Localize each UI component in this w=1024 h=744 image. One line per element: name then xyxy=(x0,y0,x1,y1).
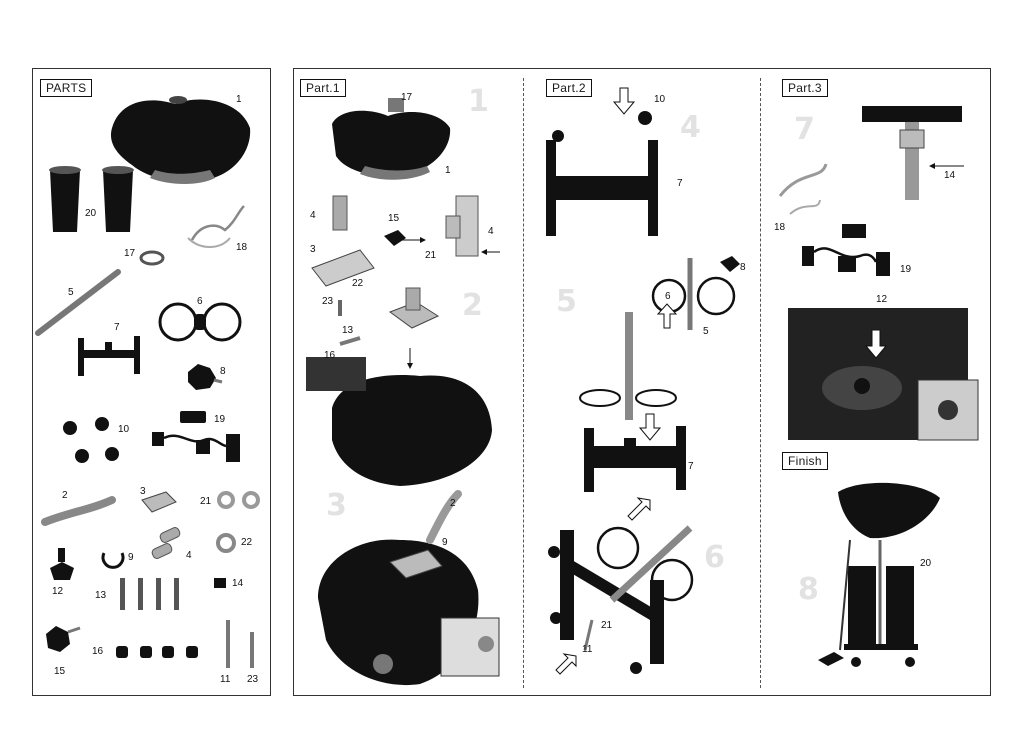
parts-callout-10: 10 xyxy=(118,424,130,435)
parts-callout-7: 7 xyxy=(114,322,120,333)
part1-callout-2: 2 xyxy=(450,498,456,509)
step-number-1: 1 xyxy=(468,84,489,119)
parts-callout-6: 6 xyxy=(197,296,203,307)
part-basin-illustration xyxy=(110,96,251,184)
part2-callout-10: 10 xyxy=(654,94,666,105)
parts-callout-3: 3 xyxy=(140,486,146,497)
step-number-4: 4 xyxy=(680,110,701,145)
part3-callout-19: 19 xyxy=(900,264,912,275)
finish-callout-20: 20 xyxy=(920,558,932,569)
part1-callout-15: 15 xyxy=(388,213,400,224)
part1-callout-13: 13 xyxy=(342,325,354,336)
part1-callout-9: 9 xyxy=(442,537,448,548)
step-number-3: 3 xyxy=(326,488,347,523)
part2-callout-5: 5 xyxy=(703,326,709,337)
part2-callout-7b: 7 xyxy=(688,461,694,472)
step-number-5: 5 xyxy=(556,284,577,319)
parts-callout-9: 9 xyxy=(128,552,134,563)
parts-callout-14: 14 xyxy=(232,578,244,589)
assembly-steps-panel xyxy=(293,68,991,696)
part1-callout-4b: 4 xyxy=(488,226,494,237)
parts-callout-19: 19 xyxy=(214,414,226,425)
parts-callout-22: 22 xyxy=(241,537,253,548)
part1-callout-1: 1 xyxy=(445,165,451,176)
part2-callout-11: 11 xyxy=(582,644,593,655)
parts-callout-11: 11 xyxy=(220,674,231,685)
step-number-7: 7 xyxy=(794,112,815,147)
parts-callout-13: 13 xyxy=(95,590,107,601)
part1-callout-21: 21 xyxy=(425,250,437,261)
divider-part2-part3 xyxy=(760,78,761,688)
parts-callout-12: 12 xyxy=(52,586,64,597)
parts-callout-5: 5 xyxy=(68,287,74,298)
parts-callout-15: 15 xyxy=(54,666,66,677)
parts-panel xyxy=(32,68,271,696)
part2-callout-7a: 7 xyxy=(677,178,683,189)
part2-heading: Part.2 xyxy=(546,79,592,97)
part1-callout-17: 17 xyxy=(401,92,413,103)
parts-heading: PARTS xyxy=(40,79,93,97)
part3-callout-18: 18 xyxy=(774,222,786,233)
parts-callout-21: 21 xyxy=(200,496,212,507)
part1-callout-16: 16 xyxy=(324,350,336,361)
part1-callout-22: 22 xyxy=(352,278,364,289)
divider-part1-part2 xyxy=(523,78,524,688)
part2-callout-8: 8 xyxy=(740,262,746,273)
finish-heading: Finish xyxy=(782,452,828,470)
parts-callout-20: 20 xyxy=(85,208,97,219)
part-cylinders-illustration xyxy=(49,166,134,232)
part1-heading: Part.1 xyxy=(300,79,346,97)
parts-callout-4: 4 xyxy=(186,550,192,561)
parts-callout-23: 23 xyxy=(247,674,259,685)
part3-heading: Part.3 xyxy=(782,79,828,97)
parts-callout-2: 2 xyxy=(62,490,68,501)
part1-callout-3: 3 xyxy=(310,244,316,255)
parts-callout-1: 1 xyxy=(236,94,242,105)
parts-callout-18: 18 xyxy=(236,242,248,253)
part3-callout-12: 12 xyxy=(876,294,888,305)
parts-callout-16: 16 xyxy=(92,646,104,657)
step-number-8: 8 xyxy=(798,572,819,607)
parts-callout-17: 17 xyxy=(124,248,136,259)
step-number-6: 6 xyxy=(704,540,725,575)
step-number-2: 2 xyxy=(462,288,483,323)
part3-callout-14: 14 xyxy=(944,170,956,181)
parts-callout-8: 8 xyxy=(220,366,226,377)
part1-callout-23: 23 xyxy=(322,296,334,307)
part2-callout-21: 21 xyxy=(601,620,613,631)
part-base-illustration xyxy=(78,336,140,376)
part1-callout-4a: 4 xyxy=(310,210,316,221)
part2-callout-6: 6 xyxy=(665,291,671,302)
